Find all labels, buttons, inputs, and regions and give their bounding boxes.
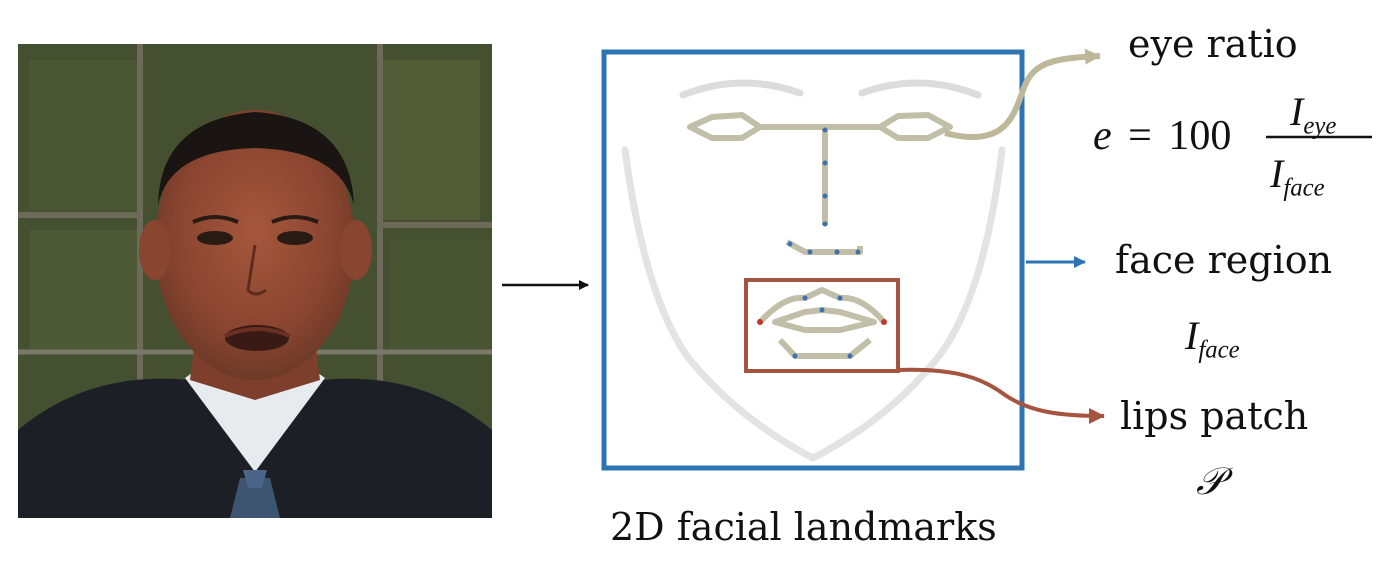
jaw-outline	[621, 146, 1006, 462]
eq-coef: 100	[1168, 113, 1232, 159]
eq-lhs: e	[1093, 113, 1112, 159]
right-eyebrow	[858, 79, 982, 99]
landmark-caption: 2D facial landmarks	[610, 505, 997, 549]
left-eyebrow	[679, 79, 804, 99]
eye-ratio-equation-lhs: e = 100	[1093, 112, 1231, 160]
lips-landmarks	[757, 287, 887, 359]
right-eye-landmarks	[877, 112, 953, 141]
left-eye-landmarks	[687, 112, 880, 141]
den-subscript: face	[1283, 174, 1325, 202]
face-subscript: face	[1198, 336, 1240, 364]
lips-patch-symbol: 𝒫	[1196, 461, 1224, 503]
den-symbol: I	[1270, 151, 1284, 196]
face-symbol: I	[1185, 313, 1199, 358]
lips-box	[744, 278, 900, 373]
portrait-photo	[18, 44, 492, 518]
num-subscript: eye	[1303, 112, 1337, 140]
eye-ratio-label: eye ratio	[1128, 22, 1298, 66]
eq-numerator: Ieye	[1290, 88, 1336, 141]
nose-landmarks	[785, 127, 863, 255]
face-region-symbol: Iface	[1185, 312, 1240, 365]
face-region-box	[601, 49, 1025, 471]
lips-patch-arrow	[897, 367, 1105, 424]
lips-patch-label: lips patch	[1120, 394, 1309, 438]
eye-ratio-arrow	[944, 48, 1101, 141]
eq-op: =	[1128, 113, 1152, 159]
landmark-panel	[601, 49, 1025, 471]
num-symbol: I	[1290, 89, 1304, 134]
face-region-label: face region	[1115, 238, 1333, 282]
eq-denominator: Iface	[1270, 150, 1325, 203]
